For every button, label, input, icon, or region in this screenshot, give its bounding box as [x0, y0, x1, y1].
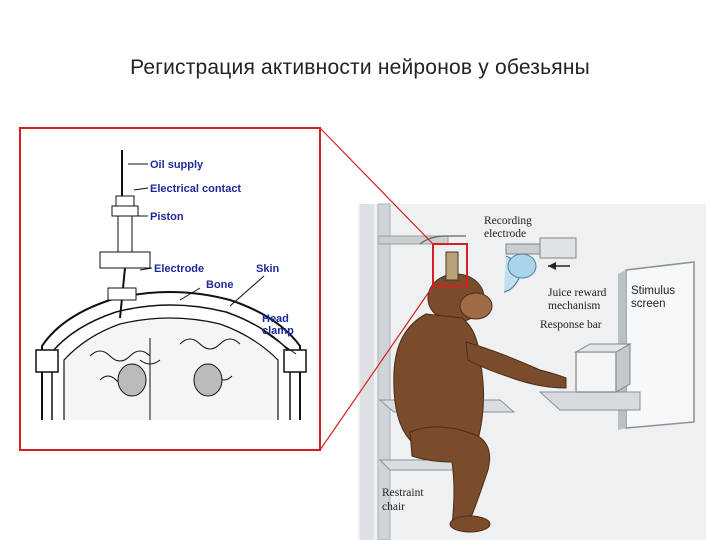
electrode-highlight-box: [432, 243, 468, 287]
brain-outline: [63, 317, 279, 420]
apparatus-post-back: [360, 204, 374, 540]
zoom-line-bottom: [319, 285, 434, 451]
label-chair: chair: [382, 501, 405, 513]
label-screen: screen: [631, 298, 666, 310]
label-response-bar: Response bar: [540, 319, 602, 331]
zoom-line-top: [319, 127, 434, 245]
label-electrical-contact: Electrical contact: [150, 183, 241, 195]
electrode-cable: [419, 235, 466, 245]
monkey-experiment-scene: Recording electrode Juice reward mechani…: [358, 203, 706, 540]
left-ventricle: [117, 363, 147, 397]
juice-reservoir: [507, 253, 537, 279]
electrode-cross-section: Oil supply Electrical contact Piston Ele…: [19, 127, 321, 451]
leader-lines: [128, 163, 297, 355]
apparatus-post: [377, 203, 391, 540]
electrode-holder: [99, 251, 151, 269]
label-skin: Skin: [256, 263, 280, 275]
right-ventricle: [193, 363, 223, 397]
label-electrode: Electrode: [154, 263, 204, 275]
label-stimulus: Stimulus: [631, 285, 675, 297]
label-mechanism: mechanism: [548, 300, 600, 312]
monkey: [393, 273, 567, 533]
juice-housing: [539, 237, 577, 259]
label-bone: Bone: [206, 279, 234, 291]
brain-folds: [89, 338, 241, 420]
label-recording: Recording: [484, 215, 532, 227]
arrow-head: [548, 262, 556, 270]
label-clamp: clamp: [262, 325, 294, 337]
right-head-clamp: [283, 349, 307, 373]
piston-cap: [111, 205, 139, 217]
page-title: Регистрация активности нейронов у обезья…: [130, 56, 590, 79]
monkey-foot: [449, 515, 491, 533]
left-head-clamp: [35, 349, 59, 373]
label-piston: Piston: [150, 211, 184, 223]
piston: [117, 215, 133, 257]
skull-outline: [41, 291, 301, 420]
recording-electrode: [445, 251, 459, 281]
monkey-torso: [393, 313, 485, 447]
monkey-arm: [465, 341, 567, 389]
bone-outline: [51, 304, 291, 420]
top-rail: [377, 235, 449, 245]
electrical-contact: [115, 195, 135, 207]
label-electrode: electrode: [484, 228, 526, 240]
label-head: Head: [262, 313, 289, 325]
monkey-leg: [409, 426, 491, 525]
label-juice-reward: Juice reward: [548, 287, 607, 299]
response-bar-side: [615, 343, 631, 393]
monkey-muzzle: [459, 292, 493, 320]
label-oil-supply: Oil supply: [150, 159, 204, 171]
electrode-guide: [107, 287, 137, 301]
response-bar-box: [575, 351, 617, 393]
label-restraint: Restraint: [382, 487, 424, 499]
